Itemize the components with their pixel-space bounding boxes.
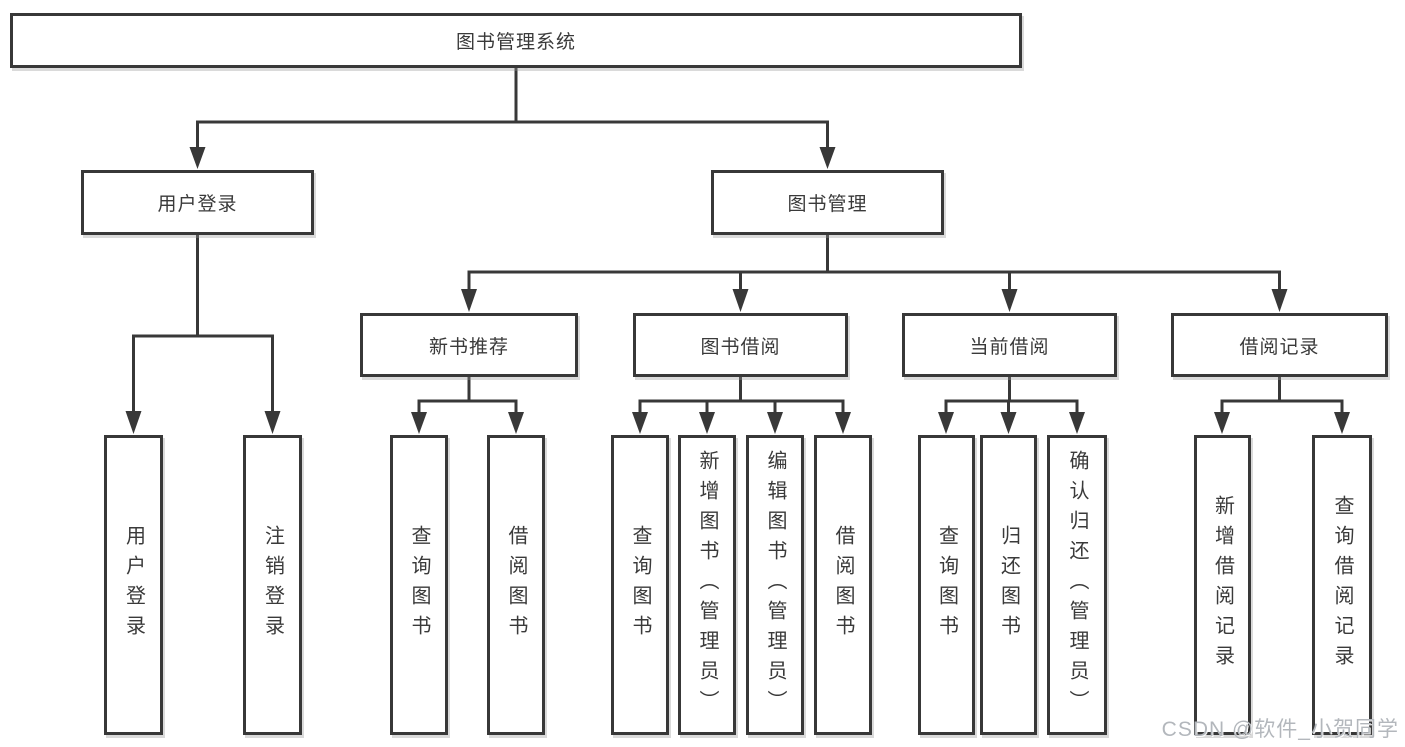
- node-borrow-records-label: 借阅记录: [1239, 336, 1320, 358]
- leaf-query-books-recommend: 查询图书: [390, 435, 448, 735]
- csdn-watermark: CSDN @软件_小贺同学: [1161, 718, 1399, 741]
- node-book-management: 图书管理: [711, 170, 944, 235]
- node-book-management-label: 图书管理: [787, 194, 868, 215]
- leaf-borrow-books-recommend-label: 借阅图书: [505, 525, 527, 645]
- leaf-query-borrow-record: 查询借阅记录: [1312, 435, 1372, 735]
- leaf-query-books-borrow: 查询图书: [611, 435, 669, 735]
- leaf-logout: 注销登录: [243, 435, 302, 735]
- node-borrow-records: 借阅记录: [1171, 313, 1388, 377]
- node-book-borrow: 图书借阅: [633, 313, 848, 377]
- node-current-borrow-label: 当前借阅: [969, 336, 1050, 358]
- leaf-query-books-current-label: 查询图书: [935, 525, 958, 645]
- leaf-add-book-admin: 新增图书（管理员）: [678, 435, 736, 735]
- leaf-user-login: 用户登录: [104, 435, 163, 735]
- node-root-label: 图书管理系统: [455, 32, 576, 53]
- node-book-borrow-label: 图书借阅: [700, 336, 781, 358]
- leaf-logout-label: 注销登录: [261, 525, 284, 645]
- leaf-edit-book-admin: 编辑图书（管理员）: [746, 435, 804, 735]
- leaf-return-book-label: 归还图书: [997, 525, 1020, 645]
- leaf-add-book-admin-label: 新增图书（管理员）: [696, 450, 718, 720]
- leaf-query-books-borrow-label: 查询图书: [629, 525, 651, 645]
- leaf-edit-book-admin-label: 编辑图书（管理员）: [764, 450, 786, 720]
- leaf-query-borrow-record-label: 查询借阅记录: [1331, 495, 1353, 675]
- node-new-book-recommend-label: 新书推荐: [428, 336, 509, 358]
- leaf-query-books-current: 查询图书: [918, 435, 975, 735]
- node-user-login: 用户登录: [81, 170, 314, 235]
- node-new-book-recommend: 新书推荐: [360, 313, 578, 377]
- leaf-add-borrow-record-label: 新增借阅记录: [1211, 495, 1234, 675]
- leaf-add-borrow-record: 新增借阅记录: [1194, 435, 1251, 735]
- leaf-confirm-return-admin: 确认归还（管理员）: [1047, 435, 1107, 735]
- node-user-login-label: 用户登录: [157, 194, 238, 215]
- leaf-confirm-return-admin-label: 确认归还（管理员）: [1066, 450, 1088, 720]
- leaf-query-books-recommend-label: 查询图书: [408, 525, 430, 645]
- node-root: 图书管理系统: [10, 13, 1022, 68]
- leaf-user-login-label: 用户登录: [122, 525, 145, 645]
- leaf-borrow-books: 借阅图书: [814, 435, 872, 735]
- leaf-return-book: 归还图书: [980, 435, 1037, 735]
- leaf-borrow-books-recommend: 借阅图书: [487, 435, 545, 735]
- leaf-borrow-books-label: 借阅图书: [832, 525, 854, 645]
- node-current-borrow: 当前借阅: [902, 313, 1117, 377]
